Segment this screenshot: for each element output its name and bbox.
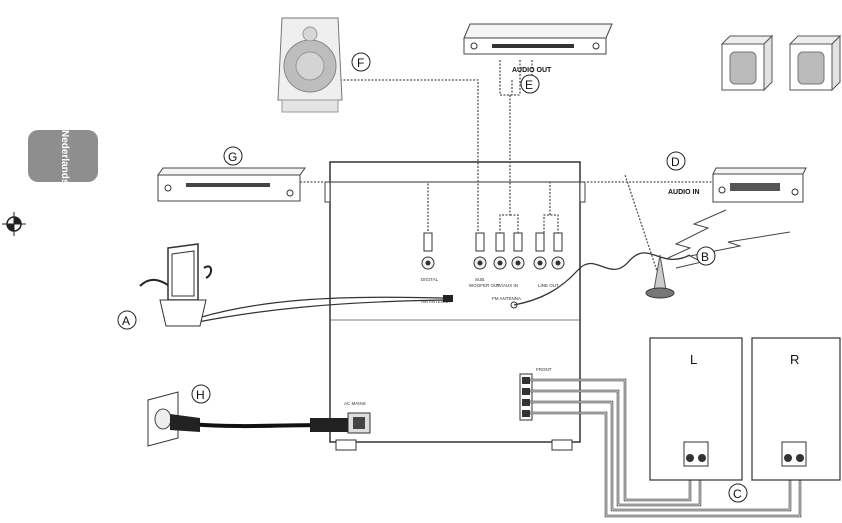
svg-text:H: H xyxy=(196,388,205,402)
audio-out-label: AUDIO OUT xyxy=(512,67,552,74)
svg-text:C: C xyxy=(733,487,742,501)
language-tab xyxy=(28,130,98,182)
audio-source-device-e: AUDIO OUT xyxy=(463,23,613,74)
am-antenna-wire xyxy=(197,296,444,323)
callout-g: G xyxy=(223,146,243,166)
rca-jacks xyxy=(421,256,565,270)
svg-text:F: F xyxy=(357,56,364,70)
callout-f: F xyxy=(351,52,371,72)
panel-label-digital: DIGITAL xyxy=(421,277,439,282)
panel-label-ac-mains: AC MAINS xyxy=(344,401,366,406)
front-terminals-label: FRONT xyxy=(536,367,552,372)
digital-source-device-g xyxy=(157,167,306,202)
speaker-left-label: L xyxy=(690,352,697,367)
callout-a: A xyxy=(117,310,137,330)
power-cable xyxy=(189,422,326,429)
subwoofer-speaker xyxy=(277,17,343,113)
am-loop-antenna xyxy=(139,243,212,327)
wireless-transmitter xyxy=(645,254,675,299)
wireless-speaker-right xyxy=(788,34,842,92)
audio-in-label: AUDIO IN xyxy=(668,189,700,196)
front-speaker-left: L xyxy=(649,337,743,481)
svg-text:A: A xyxy=(122,314,130,328)
callout-d: D xyxy=(666,151,686,171)
wireless-speaker-left xyxy=(720,34,774,92)
fm-antenna-wire xyxy=(513,252,691,306)
panel-label-tv-aux: TV/AUX IN xyxy=(496,283,518,288)
power-plug-end xyxy=(310,418,348,432)
ac-mains-socket xyxy=(347,412,371,434)
panel-label-sub: SUB xyxy=(475,277,484,282)
callout-h: H xyxy=(191,384,211,404)
svg-text:E: E xyxy=(525,78,533,92)
panel-label-am-antenna: AM ANTENNA xyxy=(421,299,450,304)
registration-mark-icon xyxy=(2,212,26,236)
front-speaker-right: R xyxy=(751,337,841,481)
svg-text:D: D xyxy=(671,155,680,169)
callout-e: E xyxy=(520,74,540,94)
signal-cables xyxy=(300,60,715,281)
front-speaker-terminals: FRONT xyxy=(519,367,552,421)
wall-outlet xyxy=(147,391,200,447)
svg-text:B: B xyxy=(701,250,709,264)
am-antenna-socket xyxy=(443,295,453,302)
panel-label-woofer-out: WOOFER OUT xyxy=(469,283,500,288)
svg-text:G: G xyxy=(228,150,237,164)
main-unit xyxy=(324,161,586,451)
language-tab-label: Nederlands xyxy=(59,130,70,185)
callout-c: C xyxy=(728,483,748,503)
callout-b: B xyxy=(696,246,716,266)
rca-plugs xyxy=(423,232,563,252)
wireless-waves xyxy=(667,209,791,269)
speaker-right-label: R xyxy=(790,352,799,367)
speaker-cables-inner xyxy=(530,379,801,517)
panel-label-fm-antenna: FM ANTENNA xyxy=(492,296,521,301)
receiver-device-d: AUDIO IN xyxy=(668,167,807,203)
panel-label-line-out: LINE OUT xyxy=(538,283,559,288)
